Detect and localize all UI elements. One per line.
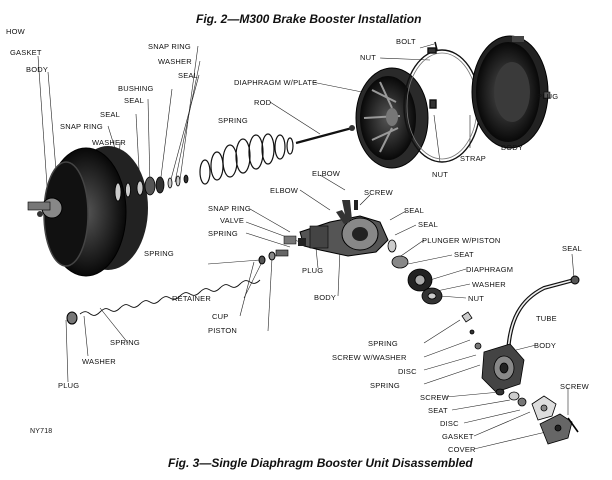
valve-body-assembly [283, 200, 389, 257]
label-screw-mid: SCREW [364, 188, 393, 197]
label-diaphragm: DIAPHRAGM [466, 265, 514, 274]
label-how: HOW [6, 27, 25, 36]
figure-2-caption: Fig. 2—M300 Brake Booster Installation [196, 12, 422, 26]
label-screw-washer: SCREW W/WASHER [332, 353, 407, 362]
label-rod: ROD [254, 98, 272, 107]
label-plug-bottom-left: PLUG [58, 381, 80, 390]
label-gasket-bottom: GASKET [442, 432, 474, 441]
diaphragm-plate [355, 67, 429, 169]
label-plug-right: PLUG [537, 92, 559, 101]
label-seat-mid: SEAT [454, 250, 474, 259]
label-body-mid: BODY [314, 293, 337, 302]
label-spring-top: SPRING [218, 116, 248, 125]
push-rod [295, 125, 355, 145]
label-snap-ring-top: SNAP RING [148, 42, 191, 51]
plug-bottom-left [66, 311, 78, 325]
label-cup: CUP [212, 312, 229, 321]
label-seal-2: SEAL [124, 96, 144, 105]
label-seal-3: SEAL [100, 110, 120, 119]
label-bushing: BUSHING [118, 84, 154, 93]
left-booster-body [27, 146, 148, 277]
long-spring [79, 279, 261, 316]
label-body-top-left: BODY [26, 65, 49, 74]
label-bolt: BOLT [396, 37, 416, 46]
label-washer-bottom-left: WASHER [82, 357, 116, 366]
label-washer-left: WASHER [92, 138, 126, 147]
upper-spring [199, 133, 294, 185]
label-screw-bottom-right: SCREW [560, 382, 589, 391]
label-valve: VALVE [220, 216, 245, 225]
label-seal-m1: SEAL [404, 206, 424, 215]
label-nut-m: NUT [468, 294, 485, 303]
label-plug-mid: PLUG [302, 266, 324, 275]
label-retainer: RETAINER [172, 294, 211, 303]
label-seal-top: SEAL [178, 71, 198, 80]
label-spring-mid: SPRING [208, 229, 238, 238]
label-piston: PISTON [208, 326, 237, 335]
figure-code: NY718 [30, 428, 53, 435]
label-nut-top: NUT [360, 53, 377, 62]
tube [506, 275, 580, 353]
label-washer-top: WASHER [158, 57, 192, 66]
label-seal-far: SEAL [562, 244, 582, 253]
control-valve-assembly [461, 311, 579, 445]
label-elbow-2: ELBOW [270, 186, 299, 195]
label-diaphragm-plate: DIAPHRAGM W/PLATE [234, 78, 318, 87]
label-disc-1: DISC [398, 367, 417, 376]
diaphragm-stack [387, 239, 443, 305]
label-snap-ring-mid: SNAP RING [208, 204, 251, 213]
label-body-right: BODY [501, 143, 524, 152]
label-seat-bottom: SEAT [428, 406, 448, 415]
cup-retainer-piston [258, 249, 289, 265]
label-body-bottom-right: BODY [534, 341, 557, 350]
label-spring-r2: SPRING [370, 381, 400, 390]
label-snap-ring-left: SNAP RING [60, 122, 103, 131]
label-plunger: PLUNGER W/PISTON [422, 236, 501, 245]
label-spring-long: SPRING [144, 249, 174, 258]
figure-3-caption: Fig. 3—Single Diaphragm Booster Unit Dis… [168, 456, 473, 470]
seal-stack [114, 174, 189, 202]
label-spring-bottom-left: SPRING [110, 338, 140, 347]
label-strap: STRAP [460, 154, 487, 163]
label-screw-bottom: SCREW [420, 393, 449, 402]
label-washer-mid: WASHER [472, 280, 506, 289]
label-elbow-1: ELBOW [312, 169, 341, 178]
leader-lines [37, 43, 575, 450]
right-booster-body [471, 35, 551, 149]
label-spring-r1: SPRING [368, 339, 398, 348]
label-nut-mid: NUT [432, 170, 449, 179]
label-seal-m2: SEAL [418, 220, 438, 229]
label-gasket-top-left: GASKET [10, 48, 42, 57]
label-disc-2: DISC [440, 419, 459, 428]
label-tube: TUBE [536, 314, 557, 323]
label-cover: COVER [448, 445, 476, 454]
